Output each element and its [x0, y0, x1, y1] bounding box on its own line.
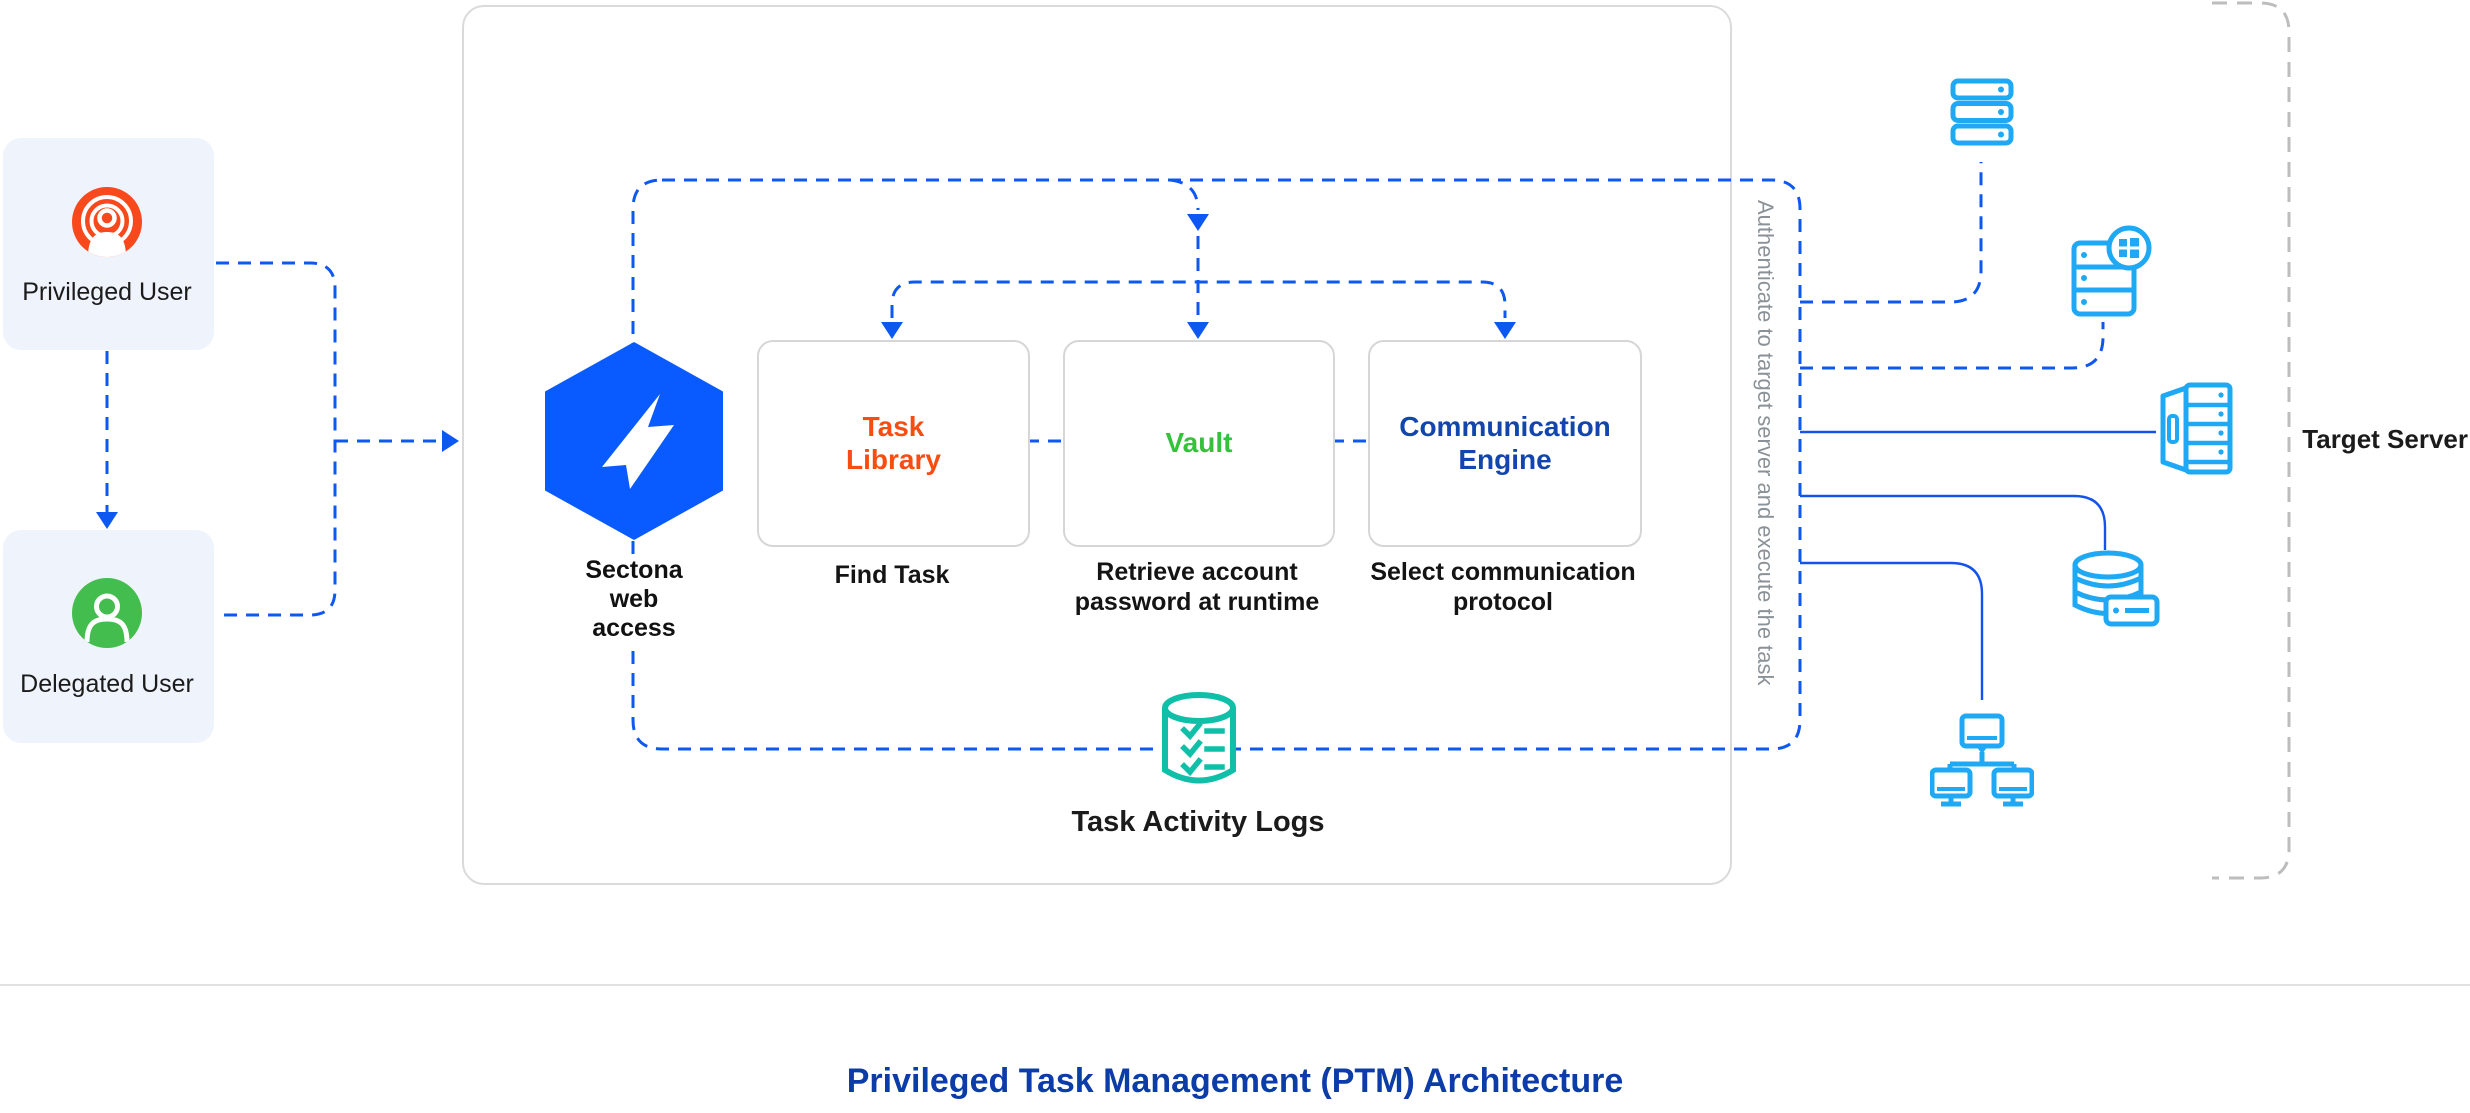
module-task-library-title: Task Library [846, 411, 941, 475]
module-arrowheads [881, 214, 1516, 339]
module-connectors [890, 178, 1507, 443]
vault-branch-curve [1169, 178, 1200, 211]
privileged-user-icon [72, 187, 142, 257]
module-vault-title: Vault [1165, 427, 1233, 459]
task-logs-icon [1162, 692, 1236, 784]
sectona-bolt [602, 394, 674, 489]
arrowhead-down [96, 512, 118, 529]
target-dashed-links [1800, 162, 2105, 370]
link-database-server [1800, 494, 2107, 550]
delegated-user-label: Delegated User [20, 670, 194, 698]
user-flow-connectors [105, 261, 442, 617]
tower-server-icon [2160, 382, 2233, 475]
target-server-label: Target Server [2302, 424, 2468, 454]
delegated-user-icon [72, 578, 142, 648]
database-server-icon [2072, 550, 2160, 627]
windows-server-icon [2071, 225, 2152, 317]
task-activity-logs-label: Task Activity Logs [1071, 806, 1325, 838]
arrowhead-comm-engine [1494, 322, 1516, 339]
module-vault: Vault [1063, 340, 1335, 547]
windows-logo-icon [2119, 238, 2139, 258]
target-solid-links [1800, 430, 2156, 700]
caption-select-protocol: Select communication protocol [1370, 558, 1636, 616]
link-windows-server [1800, 322, 2105, 370]
sectona-hexagon-icon [545, 342, 723, 540]
authenticate-note: Authenticate to target server and execut… [1753, 200, 1778, 686]
arrowhead-vault [1187, 322, 1209, 339]
workstation-network-icon [1930, 713, 2034, 807]
privileged-user-label: Privileged User [22, 278, 192, 306]
link-server-stack [1800, 162, 1983, 304]
footer-divider [0, 984, 2470, 986]
server-stack-icon [1950, 78, 2014, 146]
link-workstations [1800, 561, 1984, 700]
target-zone-border [2212, 1, 2291, 880]
module-communication-engine-title: Communication Engine [1399, 411, 1611, 475]
caption-find-task: Find Task [834, 561, 950, 589]
sectona-label: Sectona web access [564, 554, 704, 645]
users-merge-line [216, 261, 337, 617]
arrowhead-vault-upper [1187, 214, 1209, 231]
diagram-title: Privileged Task Management (PTM) Archite… [846, 1062, 1624, 1100]
arrowhead-right [442, 430, 459, 452]
platform-loop [631, 178, 1802, 751]
user-flow-arrowheads [96, 430, 459, 529]
module-task-library: Task Library [757, 340, 1030, 547]
caption-retrieve-password: Retrieve account password at runtime [1074, 558, 1320, 616]
arrowhead-task-library [881, 322, 903, 339]
module-communication-engine: Communication Engine [1368, 340, 1642, 547]
